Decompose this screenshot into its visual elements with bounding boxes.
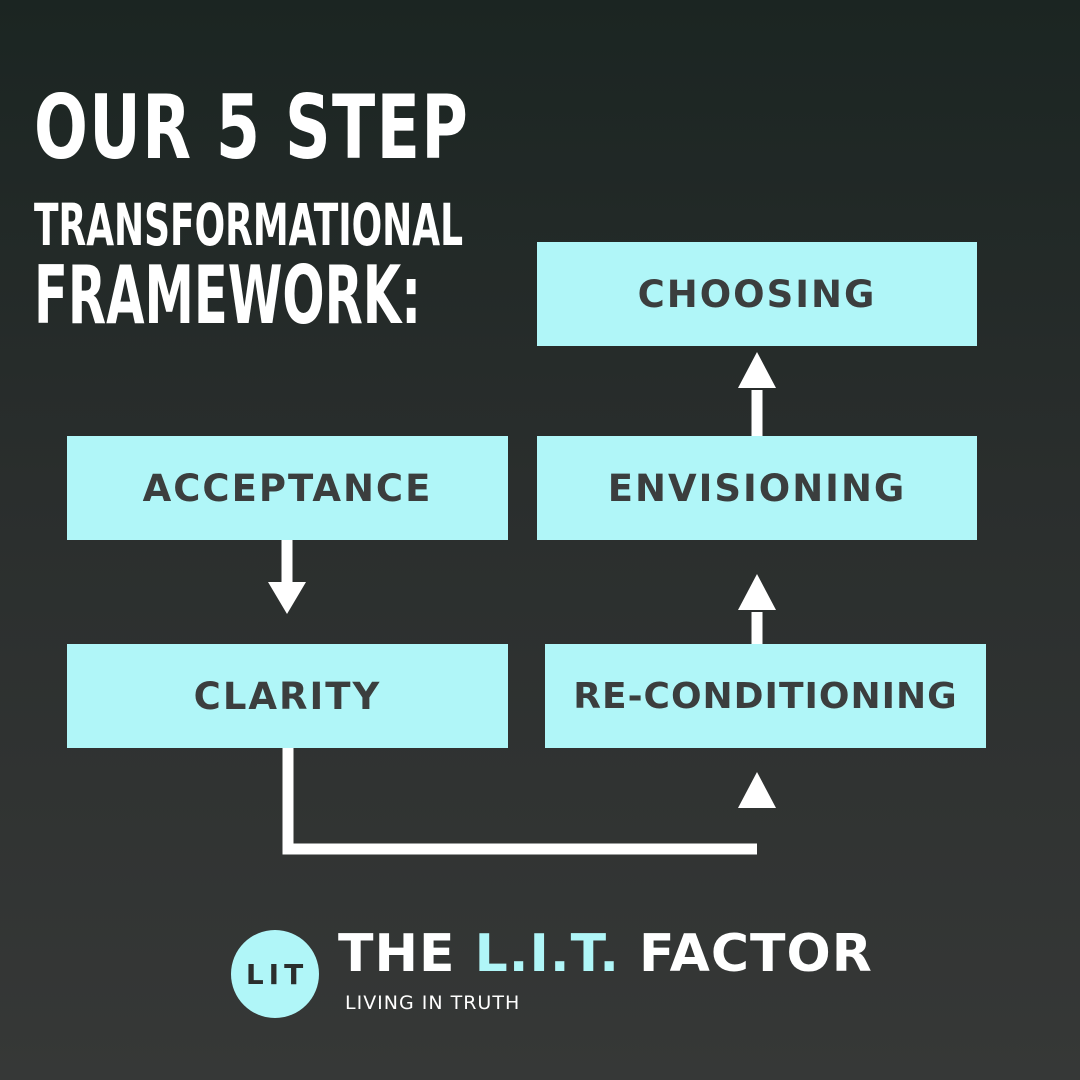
brand-tagline: LIVING IN TRUTH <box>345 992 521 1014</box>
arrowhead-down-clarity <box>268 582 306 614</box>
step-acceptance: ACCEPTANCE <box>67 436 508 540</box>
lit-logo-badge: LIT <box>231 930 319 1018</box>
step-reconditioning: RE-CONDITIONING <box>545 644 986 748</box>
step-reconditioning-label: RE-CONDITIONING <box>573 675 958 717</box>
step-envisioning-label: ENVISIONING <box>607 466 907 510</box>
arrow-clarity-to-reconditioning <box>282 748 757 855</box>
brand-name-suffix: FACTOR <box>619 924 873 984</box>
arrowhead-up-choosing <box>738 352 776 388</box>
arrowhead-up-reconditioning <box>738 772 776 808</box>
arrowhead-up-envisioning <box>738 574 776 610</box>
step-clarity: CLARITY <box>67 644 508 748</box>
title-line-1: OUR 5 STEP <box>34 76 470 179</box>
step-envisioning: ENVISIONING <box>537 436 977 540</box>
brand-name-accent: L.I.T. <box>474 924 620 984</box>
lit-logo-text: LIT <box>245 957 309 991</box>
brand-name-prefix: THE <box>338 924 475 984</box>
title-line-3: FRAMEWORK: <box>34 249 422 342</box>
step-choosing: CHOOSING <box>537 242 977 346</box>
brand-name: THE L.I.T. FACTOR <box>338 928 873 980</box>
step-choosing-label: CHOOSING <box>637 272 877 316</box>
title-line-2: TRANSFORMATIONAL <box>34 191 464 259</box>
step-acceptance-label: ACCEPTANCE <box>142 466 433 510</box>
step-clarity-label: CLARITY <box>193 674 382 718</box>
